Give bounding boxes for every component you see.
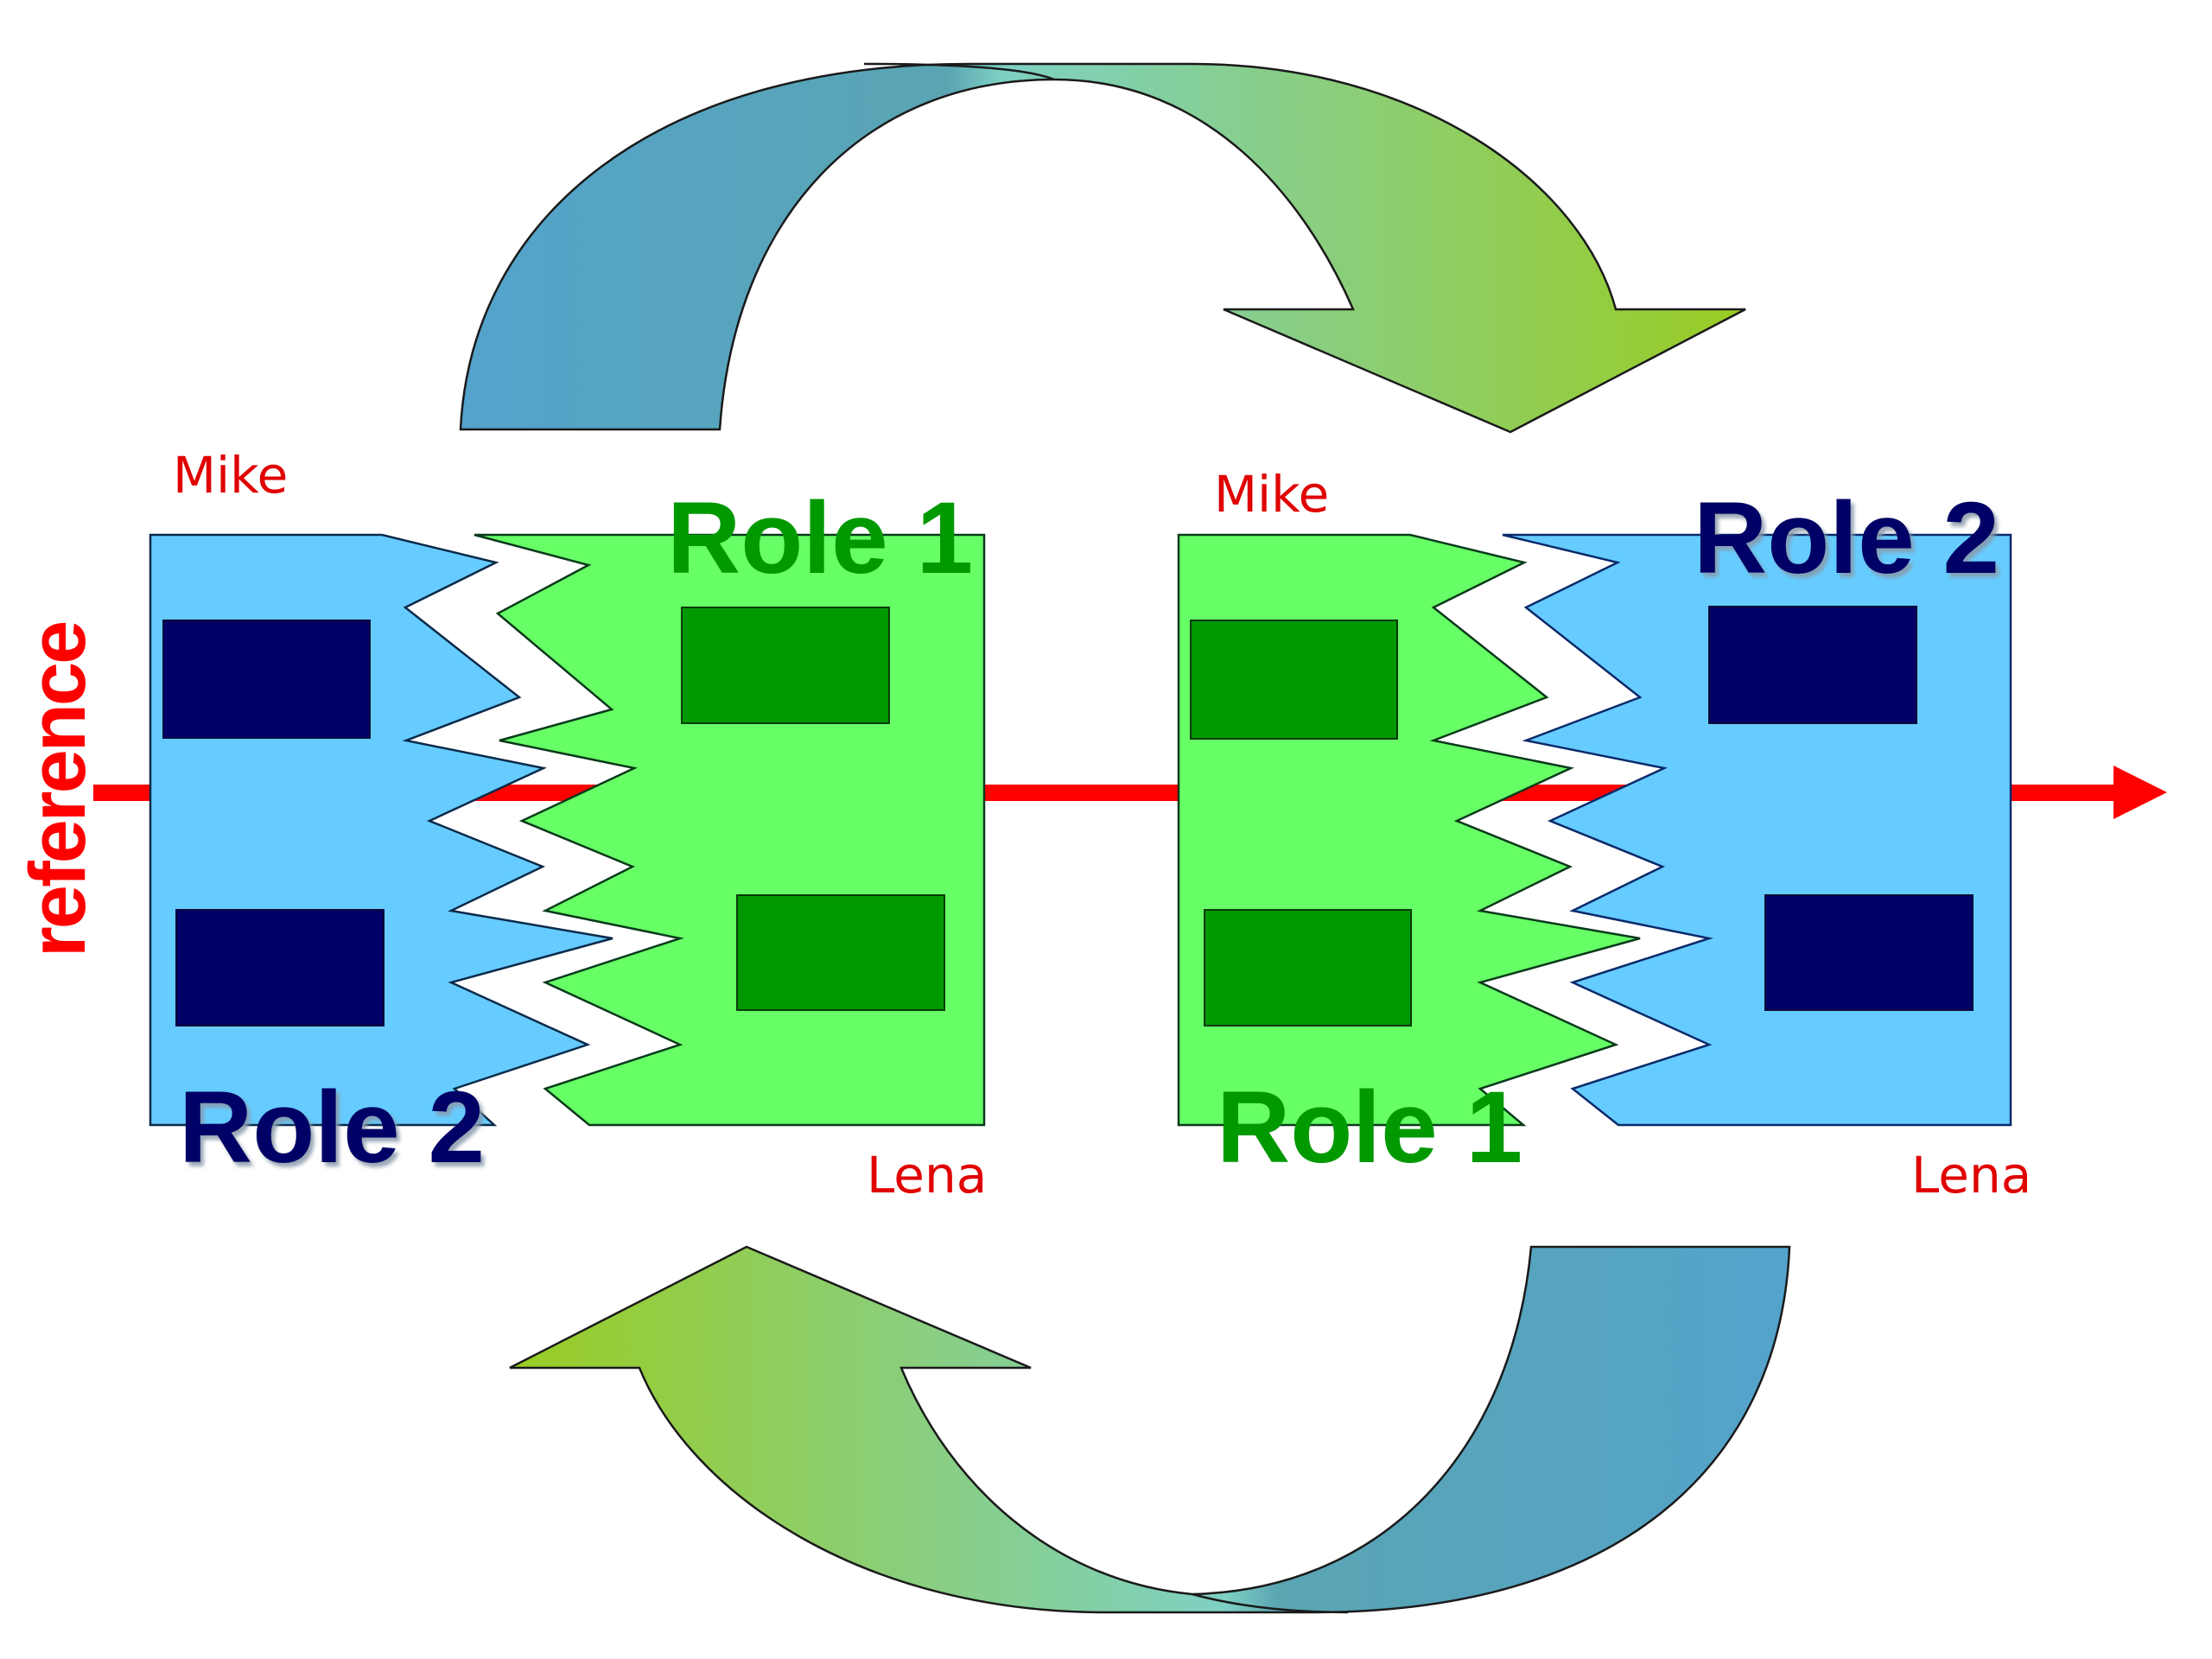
bottom-arrow-body	[509, 1245, 1791, 1614]
left-panel-top-role-label: Role 1	[667, 481, 973, 595]
left-panel-bottom-role-label: Role 2	[179, 1071, 485, 1185]
axis-arrowhead	[2113, 766, 2167, 819]
bottom-arrow-fold-line	[1192, 1592, 1349, 1614]
top-arrow-body	[459, 62, 1746, 434]
left-panel	[149, 533, 986, 1127]
left-panel-role1-block-bottom	[736, 894, 945, 1011]
bottom-cycle-arrow	[509, 1245, 1791, 1614]
right-panel-role2-block-top	[1708, 606, 1917, 724]
right-panel-role1-block-bottom	[1204, 909, 1412, 1027]
left-panel-role1-block-top	[681, 607, 890, 724]
left-panel-role2-block-bottom	[175, 909, 385, 1027]
right-panel-top-name: Mike	[1214, 465, 1329, 524]
right-panel-role2-block-bottom	[1764, 894, 1974, 1011]
reference-axis-label: reference	[14, 622, 102, 957]
left-panel-bottom-name: Lena	[867, 1146, 987, 1205]
right-panel-bottom-role-label: Role 1	[1217, 1071, 1522, 1185]
top-cycle-arrow	[459, 62, 1746, 434]
right-panel-role1-block-top	[1190, 620, 1398, 740]
left-panel-role2-block-top	[162, 620, 371, 739]
top-arrow-fold-line	[863, 62, 1055, 81]
right-panel	[1177, 533, 2012, 1127]
right-panel-bottom-name: Lena	[1911, 1146, 2031, 1205]
right-panel-top-role-label: Role 2	[1694, 481, 1999, 595]
left-panel-top-name: Mike	[173, 446, 288, 505]
